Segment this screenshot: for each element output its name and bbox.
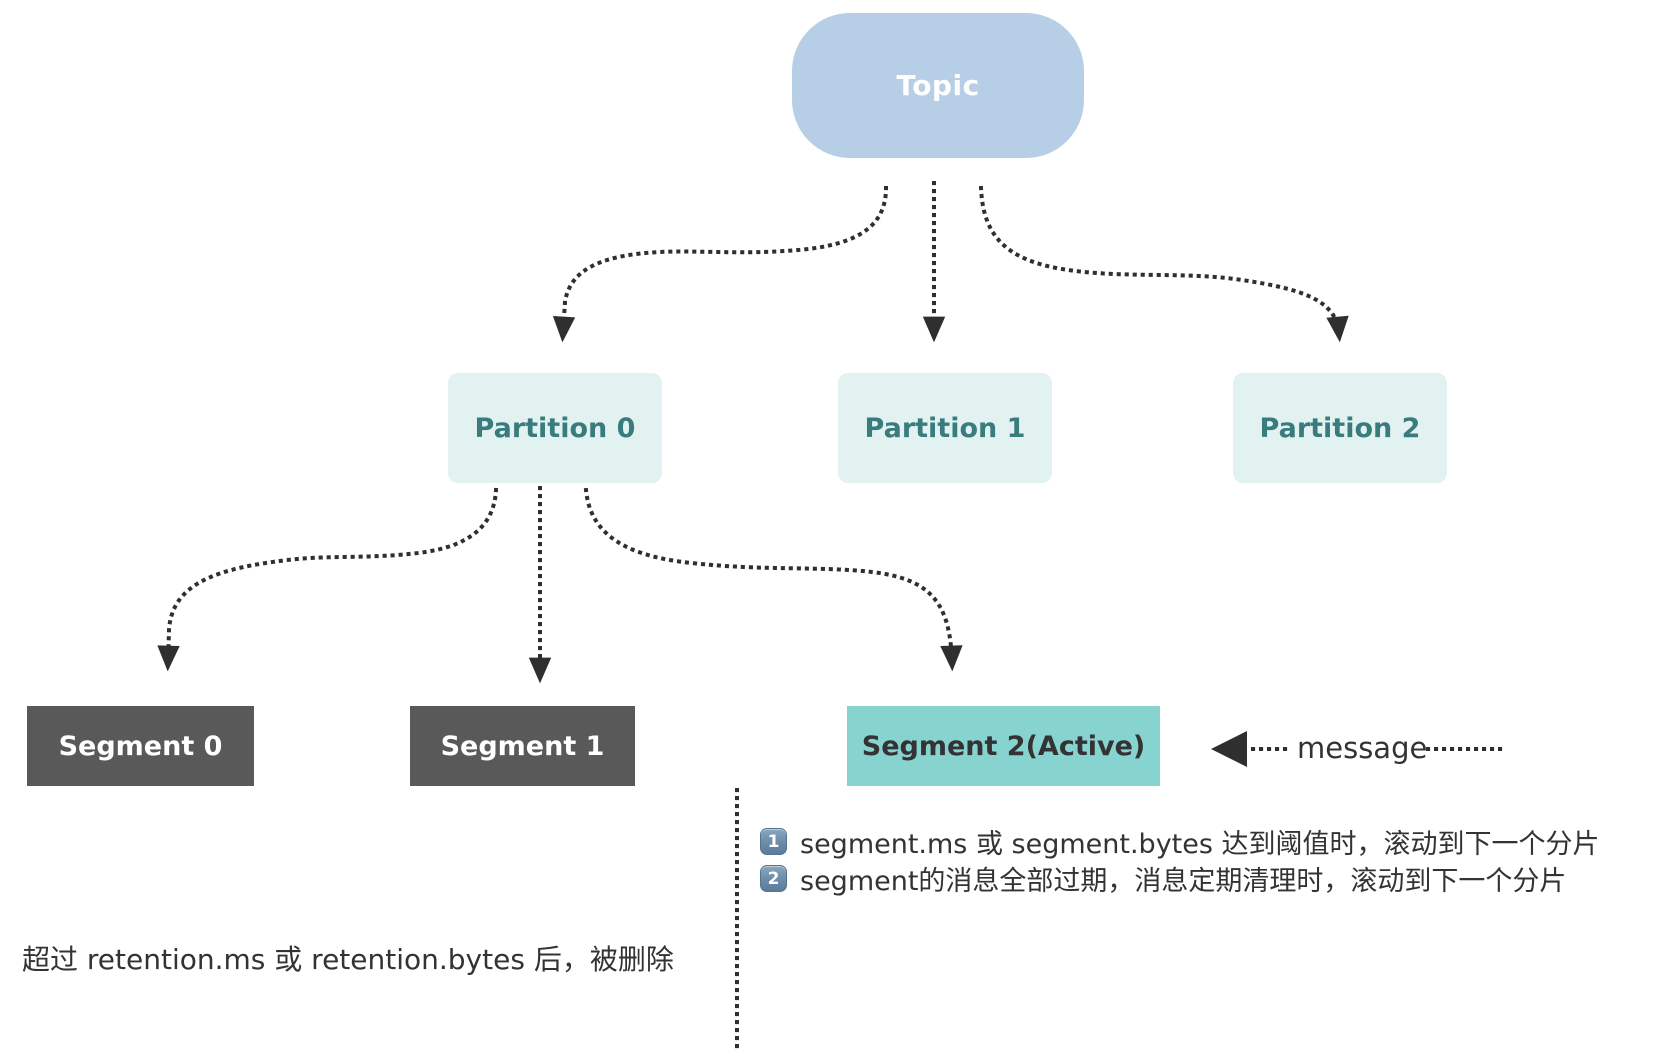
segment-0-node: Segment 0: [27, 706, 254, 786]
partition-0-node: Partition 0: [448, 373, 662, 483]
topic-node: Topic: [792, 13, 1084, 158]
retention-note: 超过 retention.ms 或 retention.bytes 后，被删除: [22, 943, 674, 976]
topic-label: Topic: [896, 69, 980, 102]
segment-2-label: Segment 2(Active): [861, 730, 1146, 762]
arrow-topic-to-partition2: [978, 185, 1349, 343]
segment-roll-note-1-text: segment.ms 或 segment.bytes 达到阈值时，滚动到下一个分…: [800, 829, 1600, 860]
partition-2-label: Partition 2: [1259, 412, 1421, 444]
partition-1-label: Partition 1: [864, 412, 1026, 444]
message-arrow-icon: [1211, 731, 1247, 767]
partition-2-node: Partition 2: [1233, 373, 1447, 483]
keycap-1-icon: 1: [760, 828, 787, 855]
arrow-partition0-to-segment2: [583, 487, 963, 672]
segment-0-label: Segment 0: [58, 730, 223, 762]
segment-roll-note-1: 1 segment.ms 或 segment.bytes 达到阈值时，滚动到下一…: [760, 822, 1600, 861]
segment-1-node: Segment 1: [410, 706, 635, 786]
partition-0-label: Partition 0: [474, 412, 636, 444]
segment-1-label: Segment 1: [440, 730, 605, 762]
keycap-2-icon: 2: [760, 865, 787, 892]
arrow-partition0-to-segment0: [157, 487, 499, 672]
segment-2-active-node: Segment 2(Active): [847, 706, 1160, 786]
segment-roll-note-2: 2 segment的消息全部过期，消息定期清理时，滚动到下一个分片: [760, 859, 1566, 898]
segment-roll-note-2-text: segment的消息全部过期，消息定期清理时，滚动到下一个分片: [800, 866, 1567, 897]
arrow-topic-to-partition0: [552, 185, 889, 343]
message-label: message: [1297, 731, 1428, 765]
partition-1-node: Partition 1: [838, 373, 1052, 483]
